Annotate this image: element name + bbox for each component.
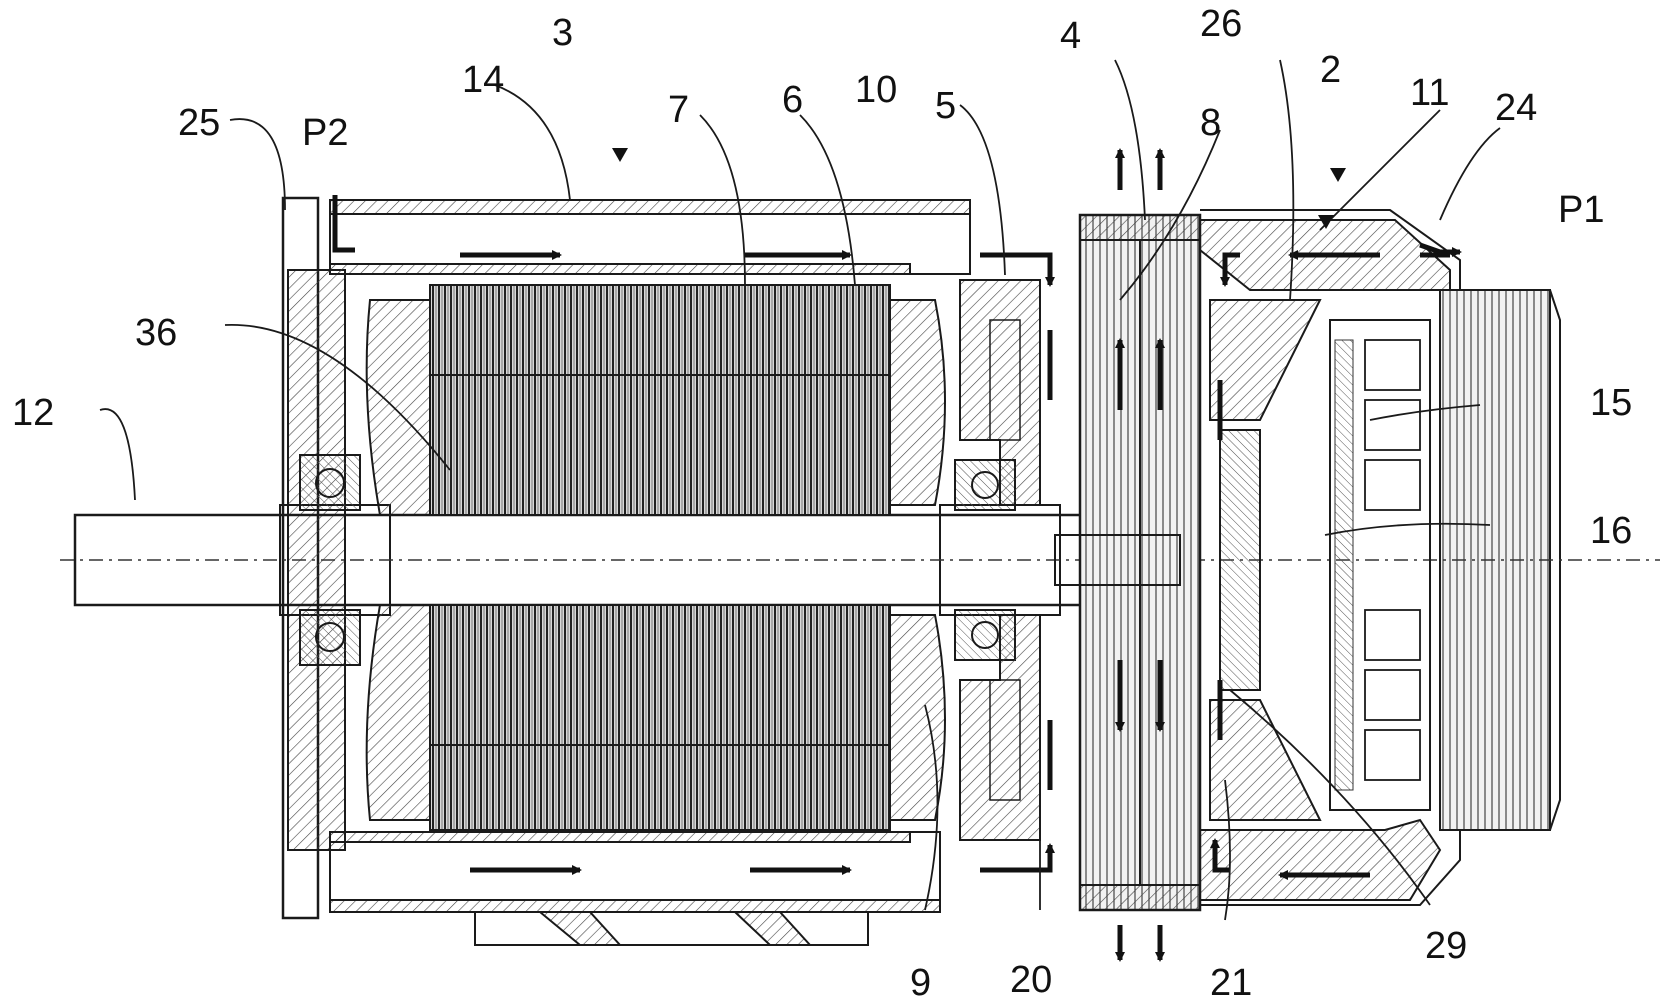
callout-3: 3 (552, 12, 573, 54)
callout-12: 12 (12, 392, 54, 434)
callout-4: 4 (1060, 15, 1081, 57)
callout-16: 16 (1590, 510, 1632, 552)
callout-9: 9 (910, 962, 931, 1004)
callout-20: 20 (1010, 959, 1052, 1001)
callout-25: 25 (178, 102, 220, 144)
callout-11: 11 (1410, 72, 1449, 114)
callout-26: 26 (1200, 3, 1242, 45)
callout-7: 7 (668, 89, 689, 131)
callout-14: 14 (462, 59, 504, 101)
callout-21: 21 (1210, 962, 1252, 1004)
pointer-arrows (612, 148, 1346, 229)
fan-wheel (1055, 215, 1200, 910)
callout-29: 29 (1425, 925, 1467, 967)
callout-2: 2 (1320, 49, 1341, 91)
callout-24: 24 (1495, 87, 1537, 129)
callout-8: 8 (1200, 102, 1221, 144)
callout-10: 10 (855, 69, 897, 111)
callout-6: 6 (782, 79, 803, 121)
stator-and-rotor (367, 285, 945, 830)
callout-15: 15 (1590, 382, 1632, 424)
callout-5: 5 (935, 85, 956, 127)
callout-p1: P1 (1558, 189, 1604, 231)
callout-p2: P2 (302, 112, 348, 154)
callout-36: 36 (135, 312, 177, 354)
